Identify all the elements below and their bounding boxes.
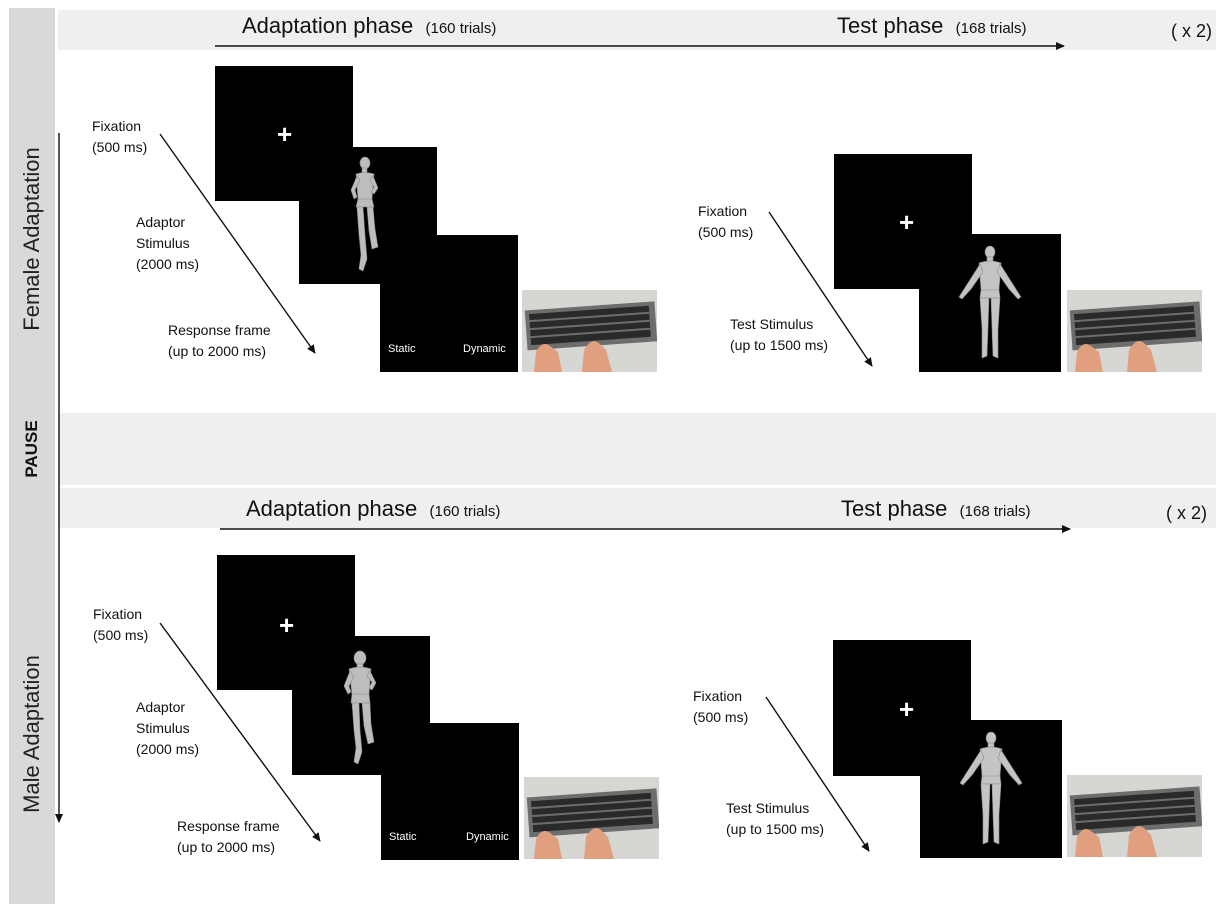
dynamic-option: Dynamic [466, 831, 509, 843]
fixation-cross-icon: + [279, 610, 295, 640]
sequence-arrow-icon [159, 133, 316, 354]
standing-figure-icon [959, 731, 1023, 845]
dynamic-option: Dynamic [463, 343, 506, 355]
adaptation-phase-title-1: Adaptation phase (160 trials) [242, 13, 497, 38]
test-stimulus-label-2: Test Stimulus(up to 1500 ms) [726, 800, 825, 837]
keyboard-hands-icon [1067, 775, 1202, 857]
repeat-label-1: ( x 2) [1171, 21, 1213, 41]
test-phase-title-2: Test phase (168 trials) [841, 496, 1031, 521]
test-phase-title-1: Test phase (168 trials) [837, 13, 1027, 38]
test-fixation-label-1: Fixation(500 ms) [698, 203, 754, 240]
condition-sidebar: Female Adaptation PAUSE Male Adaptation [9, 8, 55, 904]
static-option: Static [388, 343, 416, 355]
sequence-arrow-icon [159, 622, 321, 842]
header-band-bottom [58, 488, 1216, 528]
adaptation-phase-title-2: Adaptation phase (160 trials) [246, 496, 501, 521]
response-label-2: Response frame(up to 2000 ms) [177, 818, 280, 855]
running-figure-icon [350, 156, 379, 272]
static-option: Static [389, 831, 417, 843]
keyboard-hands-icon [1067, 290, 1202, 372]
keyboard-hands-icon [522, 290, 657, 372]
sequence-arrow-icon [768, 211, 873, 367]
keyboard-hands-icon [524, 777, 659, 859]
repeat-label-2: ( x 2) [1166, 503, 1208, 523]
standing-figure-icon [958, 245, 1022, 359]
fixation-cross-icon: + [277, 119, 293, 149]
response-label-1: Response frame(up to 2000 ms) [168, 322, 271, 359]
test-stimulus-screen-2 [920, 720, 1062, 858]
running-figure-icon [343, 650, 377, 765]
pause-band [58, 413, 1216, 485]
adaptor-screen-2 [292, 636, 430, 775]
response-screen-2: Static Dynamic [381, 723, 519, 860]
adaptor-screen-1 [299, 147, 437, 284]
test-fixation-label-2: Fixation(500 ms) [693, 688, 749, 725]
fixation-label-2: Fixation(500 ms) [93, 606, 149, 643]
fixation-label-1: Fixation(500 ms) [92, 118, 148, 155]
sequence-arrow-icon [765, 696, 870, 852]
header-band-top [58, 10, 1216, 50]
fixation-cross-icon: + [899, 207, 915, 237]
test-stimulus-screen-1 [919, 234, 1061, 372]
fixation-cross-icon: + [899, 694, 915, 724]
response-screen-1: Static Dynamic [380, 235, 518, 372]
test-stimulus-label-1: Test Stimulus(up to 1500 ms) [730, 316, 829, 353]
